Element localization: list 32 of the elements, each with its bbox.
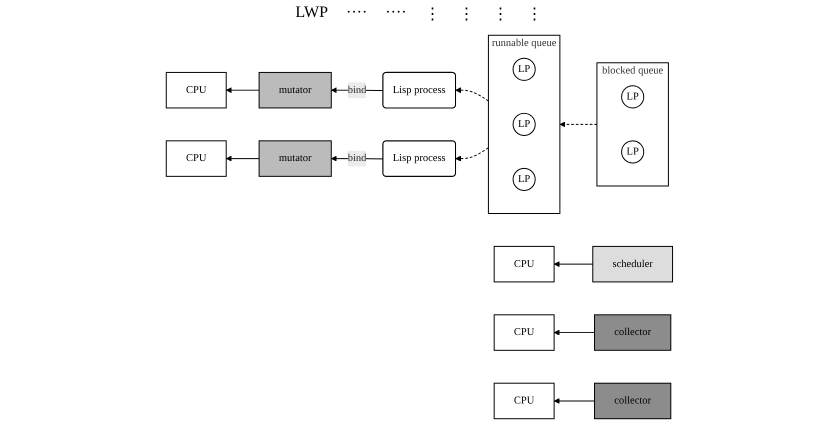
arrow bbox=[454, 87, 488, 102]
node-box: CPU bbox=[165, 140, 226, 177]
edge-label: bind bbox=[347, 152, 366, 164]
node-box: CPU bbox=[493, 314, 554, 351]
node-circle: LP bbox=[512, 58, 536, 81]
arrow bbox=[454, 147, 488, 162]
note-label: ⋮ bbox=[458, 5, 475, 25]
node-box: CPU bbox=[165, 72, 226, 108]
arrow bbox=[553, 330, 595, 336]
node-box: CPU bbox=[493, 382, 554, 420]
node-box: mutator bbox=[258, 72, 332, 108]
note-label: ···· bbox=[346, 4, 368, 23]
note-label: ···· bbox=[385, 4, 407, 23]
arrow bbox=[226, 156, 260, 162]
node-box: CPU bbox=[493, 246, 554, 282]
note-label: ⋮ bbox=[526, 5, 543, 25]
note-label: ⋮ bbox=[424, 5, 441, 25]
node-circle: LP bbox=[512, 112, 536, 136]
arrow bbox=[226, 87, 260, 94]
arrow bbox=[559, 122, 597, 128]
node-box: collector bbox=[594, 382, 671, 420]
node-circle: LP bbox=[512, 168, 536, 191]
node-box: mutator bbox=[258, 140, 332, 177]
node-circle: LP bbox=[620, 85, 644, 108]
node-box: collector bbox=[594, 314, 671, 351]
note-label: LWP bbox=[295, 4, 328, 23]
arrow bbox=[553, 261, 593, 268]
node-box: scheduler bbox=[592, 246, 673, 282]
node-circle: LP bbox=[620, 140, 644, 164]
arrow bbox=[553, 398, 595, 404]
note-label: ⋮ bbox=[492, 5, 509, 25]
edge-label: bind bbox=[347, 84, 366, 96]
